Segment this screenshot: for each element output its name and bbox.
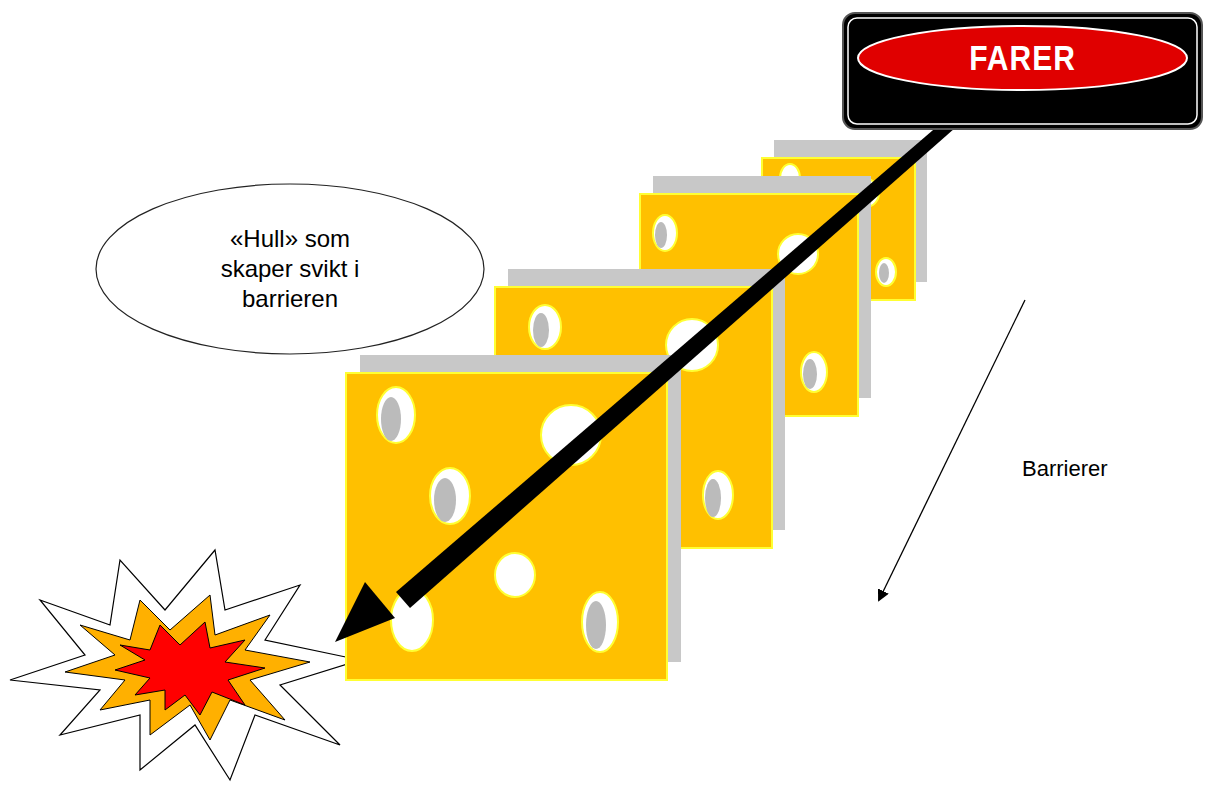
callout-text: «Hull» som skaper svikt i barrieren [200, 224, 380, 314]
axis-label: Barrierer [1022, 456, 1108, 482]
explosion-symbol [10, 550, 360, 780]
hazard-sign: FARER [842, 12, 1203, 130]
direction-arrow [879, 300, 1025, 600]
callout-ellipse: «Hull» som skaper svikt i barrieren [95, 183, 485, 355]
hazard-arrow [335, 118, 955, 642]
hazard-title: FARER [969, 38, 1076, 77]
